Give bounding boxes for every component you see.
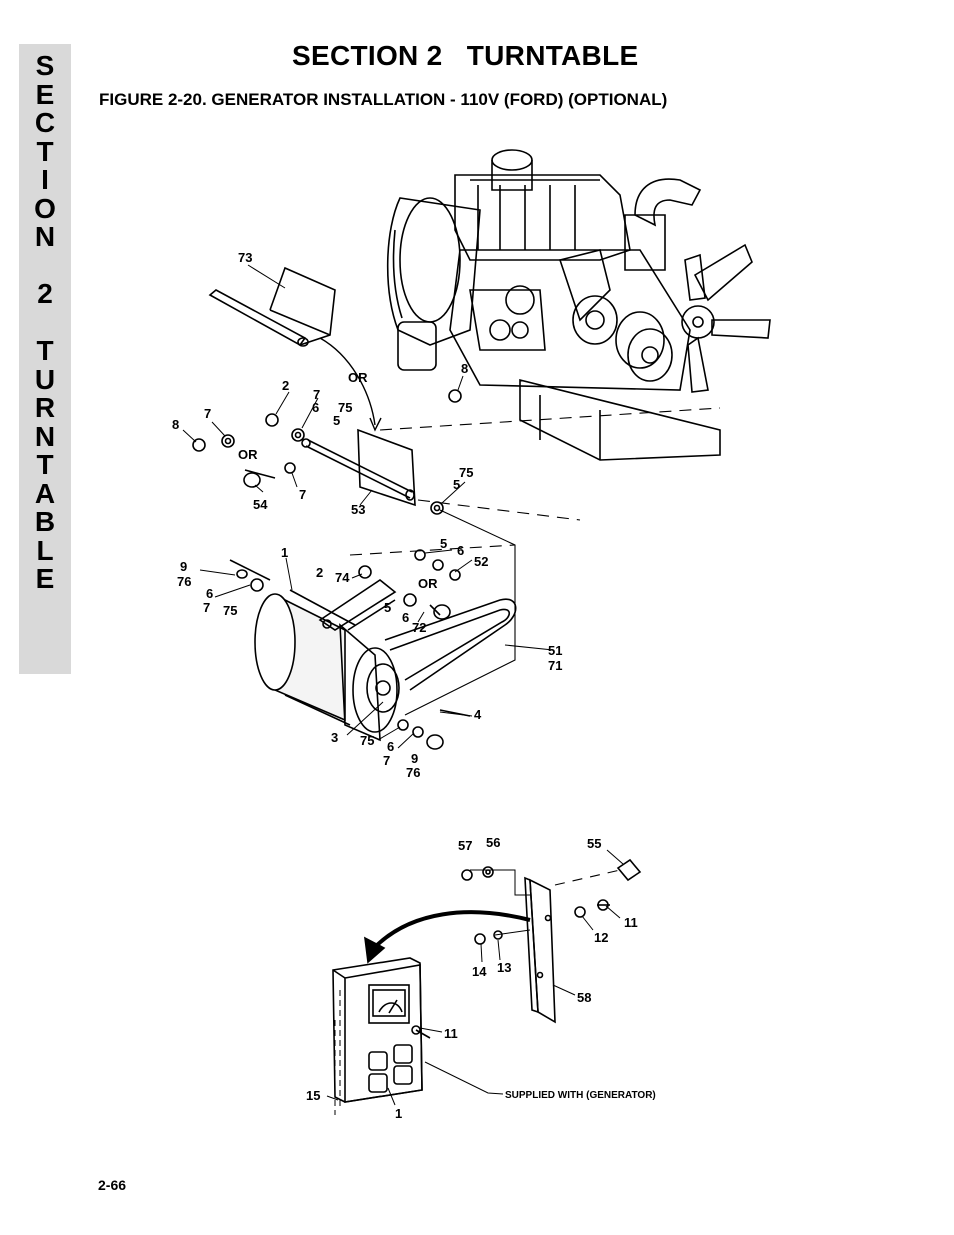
callout-71: 71 [548,658,562,673]
callout-9b: 9 [411,751,418,766]
side-tab-letter: L [36,534,54,566]
section-title: SECTION 2 TURNTABLE [292,40,639,71]
callout-3: 3 [331,730,338,745]
callout-or-2: OR [238,447,258,462]
callout-8-left: 8 [172,417,179,432]
side-tab-letter: E [35,563,55,594]
callout-76b: 76 [406,765,420,780]
lower-leader-lines [326,849,624,1106]
curved-arrow [370,910,531,952]
callout-or-1: OR [348,370,368,385]
side-tab-letter: T [36,135,54,167]
callout-55: 55 [587,836,601,851]
control-box [332,957,431,1115]
callout-7c: 7 [203,600,210,615]
callout-5d: 5 [384,600,391,615]
callout-12: 12 [594,930,608,945]
callout-6b: 6 [206,586,213,601]
callout-51: 51 [548,643,562,658]
side-tab-letter: N [34,420,56,452]
bracket-73 [208,266,382,432]
side-tab-letter: I [41,164,49,195]
side-tab-letter: T [36,335,54,366]
page-number: 2-66 [98,1177,127,1193]
callout-73: 73 [238,250,252,265]
side-tab-letter: N [34,221,56,252]
callout-53: 53 [351,502,365,517]
side-tab-letter: 2 [37,278,53,309]
side-tab-letter: R [34,392,56,423]
upper-callouts: 73 OR 8 2 7 6 75 5 8 7 OR 54 7 53 75 5 1… [172,250,562,780]
callout-7-left: 7 [204,406,211,421]
engine-illustration [386,149,771,461]
callout-7d: 7 [383,753,390,768]
side-tab-letter: C [34,107,56,138]
bracket-53 [301,407,721,716]
callout-1-lower: 1 [395,1106,402,1121]
callout-5a: 5 [333,413,340,428]
callout-2: 2 [282,378,289,393]
side-tab-letter: S [35,50,55,81]
callout-5c: 5 [440,536,447,551]
callout-13: 13 [497,960,511,975]
callout-7b: 7 [299,487,306,502]
callout-11a: 11 [624,915,638,930]
callout-1: 1 [281,545,288,560]
callout-8-engine: 8 [461,361,468,376]
side-tab-letter: U [34,363,56,395]
callout-6c: 6 [457,543,464,558]
figure-title: FIGURE 2-20. GENERATOR INSTALLATION - 11… [99,90,668,109]
callout-2b: 2 [316,565,323,580]
callout-54: 54 [253,497,268,512]
generator-illustration [229,544,517,750]
callout-14: 14 [472,964,487,979]
callout-75c: 75 [223,603,237,618]
callout-74: 74 [335,570,350,585]
side-tab-letter: E [35,78,55,110]
callout-56: 56 [486,835,500,850]
side-tab-letter: A [34,477,56,509]
fasteners [192,389,462,515]
callout-15: 15 [306,1088,320,1103]
callout-75d: 75 [360,733,374,748]
supplied-with-generator-note: SUPPLIED WITH (GENERATOR) [505,1090,656,1101]
callout-75a: 75 [338,400,352,415]
callout-4: 4 [474,707,482,722]
callout-57: 57 [458,838,472,853]
callout-9a: 9 [180,559,187,574]
bracket-58 [461,858,642,1024]
callout-5b: 5 [453,477,460,492]
side-tab-letter: T [36,449,54,480]
side-tab-letter: B [34,506,56,537]
callout-11b: 11 [444,1026,458,1041]
callout-or-3: OR [418,576,438,591]
callout-75b: 75 [459,465,473,480]
callout-7a: 7 [313,387,320,402]
callout-52: 52 [474,554,488,569]
callout-76a: 76 [177,574,191,589]
callout-72: 72 [412,620,426,635]
upper-leader-lines [182,264,554,749]
callout-6e: 6 [387,739,394,754]
lower-callouts: 57 56 55 11 12 13 14 58 11 15 1 SUPPLIED… [306,835,656,1121]
side-tab-letter: O [34,192,56,224]
callout-6a: 6 [312,400,319,415]
callout-58: 58 [577,990,591,1005]
callout-6d: 6 [402,610,409,625]
curved-arrow-head [364,936,386,964]
